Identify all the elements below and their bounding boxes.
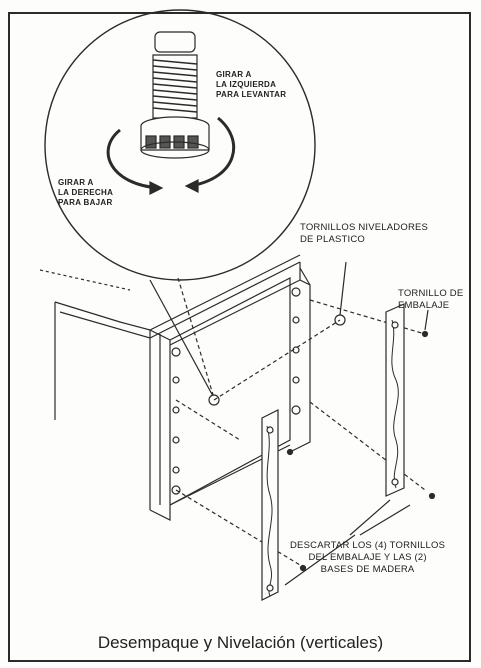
appliance-body — [39, 254, 311, 521]
magnified-detail-circle — [44, 9, 316, 281]
lower-line-2: LA DERECHA — [58, 188, 114, 197]
discard-line-1: DESCARTAR LOS (4) TORNILLOS — [290, 540, 446, 551]
figure-caption: Desempaque y Nivelación (verticales) — [97, 633, 384, 652]
wooden-base-front — [261, 409, 279, 601]
figure-border — [8, 12, 471, 662]
discard-leader-1 — [349, 499, 391, 536]
bolt-line-2: EMBALAJE — [398, 299, 450, 311]
rotation-arrow-lower — [189, 116, 236, 188]
bolt-leader — [424, 309, 429, 331]
packing-bolts — [286, 330, 436, 572]
leveling-screw-detail — [140, 31, 210, 159]
frame-holes — [171, 287, 346, 495]
discard-leader-3 — [284, 534, 356, 586]
lower-line-1: GIRAR A — [58, 178, 94, 187]
raise-line-1: GIRAR A — [216, 70, 252, 79]
discard-instruction-label: DESCARTAR LOS (4) TORNILLOS DEL EMBALAJE… — [290, 540, 445, 576]
wooden-base-right — [385, 303, 405, 497]
bolt-line-1: TORNILLO DE — [398, 288, 464, 299]
raise-line-2: LA IZQUIERDA — [216, 80, 277, 89]
raise-instruction-label: GIRAR A LA IZQUIERDA PARA LEVANTAR — [216, 70, 286, 100]
leveling-feet-label: TORNILLOS NIVELADORES DE PLASTICO — [300, 222, 428, 246]
lower-instruction-label: GIRAR A LA DERECHA PARA BAJAR — [58, 178, 113, 208]
feet-line-2: DE PLASTICO — [300, 233, 366, 245]
raise-line-3: PARA LEVANTAR — [216, 90, 287, 99]
discard-leader-2 — [359, 504, 411, 536]
lower-line-3: PARA BAJAR — [58, 198, 113, 207]
discard-line-3: BASES DE MADERA — [320, 563, 415, 575]
discard-line-2: DEL EMBALAJE Y LAS (2) — [308, 551, 427, 563]
rotation-arrow-raise — [106, 128, 161, 190]
packing-bolt-label: TORNILLO DE EMBALAJE — [398, 288, 463, 312]
feet-line-1: TORNILLOS NIVELADORES — [300, 222, 429, 233]
feet-leader — [339, 261, 347, 316]
